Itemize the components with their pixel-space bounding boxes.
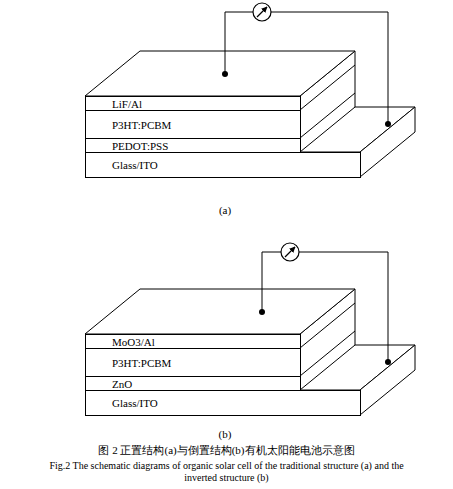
layer-band: Glass/ITO: [85, 390, 361, 416]
layer-label: P3HT:PCBM: [112, 119, 171, 131]
subfigure-label: (b): [205, 428, 245, 441]
layer-label: MoO3/Al: [112, 336, 155, 348]
layer-edge: [300, 93, 355, 138]
solar-cell-stack: [85, 3, 415, 177]
layer-band: LiF/Al: [85, 96, 301, 111]
contact-dot: [385, 359, 391, 365]
layer-label: Glass/ITO: [112, 397, 158, 409]
layer-band: PEDOT:PSS: [85, 138, 301, 153]
english-caption: Fig.2 The schematic diagrams of organic …: [40, 460, 413, 484]
meter-needle: [285, 247, 295, 257]
substrate-top-face: [85, 345, 415, 390]
meter-symbol: [253, 3, 271, 21]
substrate-top-face: [85, 107, 415, 152]
meter-symbol: [281, 243, 299, 261]
layer-band: ZnO: [85, 376, 301, 391]
wire: [225, 12, 253, 74]
layer-edge: [300, 303, 355, 348]
contact-dot: [385, 121, 391, 127]
layer-label: LiF/Al: [112, 98, 142, 110]
contact-dot: [222, 71, 228, 77]
layer-band: MoO3/Al: [85, 334, 301, 349]
layer-edge: [300, 65, 355, 110]
layer-label: ZnO: [112, 378, 132, 390]
wire: [262, 252, 281, 312]
layer-edge: [300, 331, 355, 376]
layer-label: PEDOT:PSS: [112, 140, 168, 152]
subfigure-label: (a): [205, 204, 245, 217]
layer-band: Glass/ITO: [85, 152, 361, 178]
layer-band: P3HT:PCBM: [85, 110, 301, 139]
layer-label: Glass/ITO: [112, 159, 158, 171]
meter-needle: [257, 7, 267, 17]
contact-dot: [259, 309, 265, 315]
figure-caption: 图 2 正置结构(a)与倒置结构(b)有机太阳能电池示意图: [20, 444, 433, 457]
stack-top-face: [85, 289, 355, 334]
layer-band: P3HT:PCBM: [85, 348, 301, 377]
stack-top-face: [85, 51, 355, 96]
wire: [299, 252, 388, 362]
solar-cell-stack: [85, 243, 415, 415]
layer-label: P3HT:PCBM: [112, 357, 171, 369]
